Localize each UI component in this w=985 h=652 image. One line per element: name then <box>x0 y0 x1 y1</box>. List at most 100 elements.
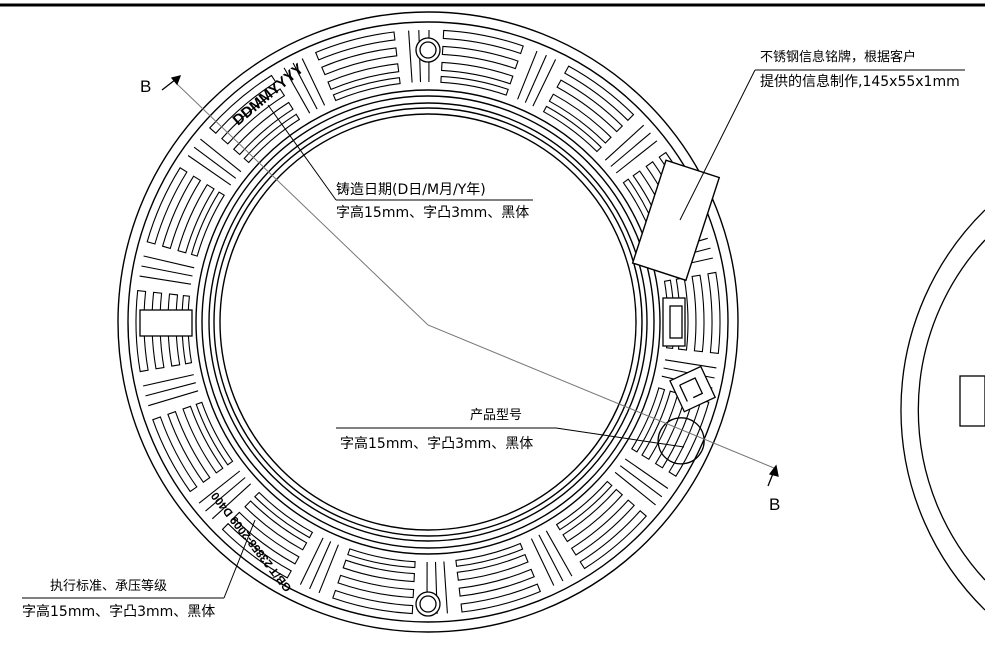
model-mark-square <box>669 365 717 413</box>
rib-line <box>292 62 318 110</box>
cover-outline <box>117 11 739 633</box>
annotation-cast-date-line2: 字高15mm、字凸3mm、黑体 <box>336 204 529 221</box>
rib-slot <box>458 568 535 597</box>
rib-line <box>664 359 717 369</box>
rib-slot <box>442 29 524 55</box>
rib-line <box>143 255 195 269</box>
rib-line <box>545 530 573 577</box>
rib-slot <box>564 65 635 122</box>
rib-slot <box>631 387 666 453</box>
rib-line <box>619 465 663 498</box>
rib-slot <box>146 167 188 245</box>
adjacent-cover-partial <box>900 209 985 611</box>
rib-slot <box>441 45 519 70</box>
rib-slot <box>314 31 396 61</box>
rib-slot <box>562 488 624 543</box>
rib-line <box>517 50 538 100</box>
annotation-model-line1: 产品型号 <box>470 408 522 423</box>
section-arrows <box>161 75 779 487</box>
rib-slot <box>182 405 224 474</box>
rib-line <box>148 390 199 407</box>
rib-line <box>615 140 658 174</box>
rib-line <box>205 477 246 512</box>
rib-line <box>283 67 311 114</box>
annotation-model: 产品型号 字高15mm、字凸3mm、黑体 <box>340 408 533 452</box>
rib-line <box>443 561 448 614</box>
rib-slot <box>332 589 414 615</box>
rib-slot <box>342 559 415 583</box>
rib-slot <box>209 74 277 134</box>
rib-slot <box>548 93 612 144</box>
rib-line <box>624 458 669 489</box>
rib-line <box>141 265 193 277</box>
leader-lines <box>22 69 965 599</box>
rib-slot <box>244 500 308 551</box>
annotation-cast-date: 铸造日期(D日/M月/Y年) 字高15mm、字凸3mm、黑体 <box>336 182 529 221</box>
rib-line <box>200 138 242 173</box>
rib-slot <box>321 47 398 76</box>
rib-line <box>610 132 651 167</box>
rib-line <box>142 374 194 387</box>
rib-slot <box>195 401 234 466</box>
rib-line <box>614 471 656 506</box>
rib-line <box>318 544 339 594</box>
rib-slot <box>151 291 165 370</box>
rib-line <box>604 124 645 161</box>
rib-slot <box>177 183 215 254</box>
rib-slot <box>332 77 401 102</box>
rib-line <box>193 146 237 179</box>
hinge-lugs <box>139 297 686 347</box>
rib-slot <box>243 113 301 164</box>
annotation-nameplate: 不锈钢信息铭牌，根据客户 提供的信息制作,145x55x1mm <box>760 49 960 90</box>
rib-slot <box>456 553 529 581</box>
annotation-standard-line2: 字高15mm、字凸3mm、黑体 <box>22 603 215 620</box>
cover-rib-pattern <box>135 29 721 615</box>
section-line <box>176 83 775 469</box>
section-label-top: B <box>140 77 151 96</box>
rib-slot <box>181 294 193 365</box>
rib-slot <box>221 522 292 579</box>
rib-line <box>408 30 413 83</box>
rib-slot <box>441 61 514 85</box>
rib-slot <box>135 289 149 373</box>
annotation-cast-date-line1: 铸造日期(D日/M月/Y年) <box>336 182 486 198</box>
annotation-standard-line1: 执行标准、承压等级 <box>50 578 167 594</box>
lift-holes <box>415 37 441 617</box>
rib-slot <box>167 293 181 367</box>
model-text-slot <box>657 417 705 465</box>
rib-slot <box>327 63 400 91</box>
rib-line <box>198 470 241 504</box>
rib-slot <box>232 511 300 565</box>
rib-line <box>524 54 547 103</box>
rib-line <box>532 59 557 107</box>
rib-slot <box>579 510 647 570</box>
annotation-standard: 执行标准、承压等级 字高15mm、字凸3mm、黑体 <box>22 578 215 620</box>
rib-line <box>299 537 324 585</box>
rib-line <box>211 483 252 520</box>
nameplate-rect <box>631 159 721 282</box>
rib-slot <box>347 548 416 569</box>
rib-line <box>139 275 192 285</box>
annotation-model-line2: 字高15mm、字凸3mm、黑体 <box>340 435 533 452</box>
rib-slot <box>161 175 202 250</box>
annotation-nameplate-line2: 提供的信息制作,145x55x1mm <box>760 73 960 90</box>
section-label-bottom: B <box>769 495 780 514</box>
rib-slot <box>232 101 294 156</box>
rib-slot <box>190 191 225 257</box>
rib-slot <box>460 583 542 613</box>
rib-slot <box>707 271 721 355</box>
rib-line <box>145 382 196 397</box>
rib-slot <box>555 480 613 531</box>
rib-slot <box>570 499 635 556</box>
rib-slot <box>221 88 286 145</box>
rib-slot <box>440 75 509 96</box>
rib-slot <box>254 491 314 539</box>
rib-line <box>187 155 232 186</box>
rib-line <box>301 58 326 106</box>
rib-slot <box>542 105 602 153</box>
date-code-text: DDMMYYYY <box>230 60 307 129</box>
rib-slot <box>152 416 198 493</box>
annotation-nameplate-line1: 不锈钢信息铭牌，根据客户 <box>760 49 916 65</box>
rib-slot <box>641 390 679 461</box>
